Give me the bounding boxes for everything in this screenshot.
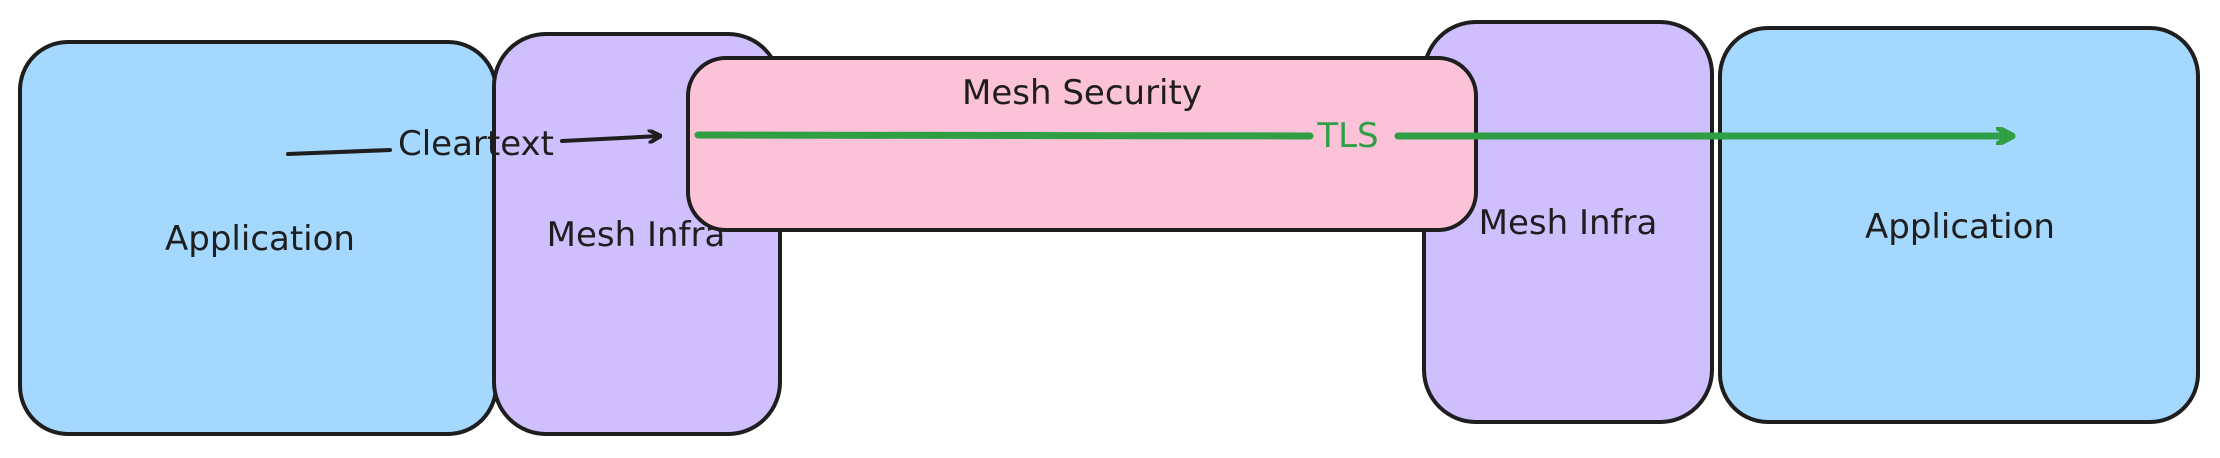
node-mesh-security-label: Mesh Security [962,73,1202,113]
edge-cleartext-arrow [560,136,660,141]
node-mesh-infra-right-label: Mesh Infra [1479,203,1658,243]
edge-cleartext-line-start [286,148,392,156]
edge-cleartext[interactable]: Cleartext [286,124,660,164]
node-application-left-label: Application [165,219,355,259]
node-mesh-security[interactable]: Mesh Security [686,56,1478,232]
edge-tls-label: TLS [1316,116,1378,156]
node-mesh-infra-left-label: Mesh Infra [547,215,726,255]
node-application-right[interactable]: Application [1718,26,2200,424]
node-mesh-security-shape [686,56,1478,232]
node-mesh-infra-right[interactable]: Mesh Infra [1422,20,1714,424]
edge-tls-line-start [694,131,1314,140]
edge-tls[interactable]: TLS [694,116,2016,156]
node-application-left[interactable]: Application [18,40,498,436]
node-application-right-shape [1718,26,2200,424]
node-application-right-label: Application [1865,207,2055,247]
edge-cleartext-label: Cleartext [398,124,554,164]
